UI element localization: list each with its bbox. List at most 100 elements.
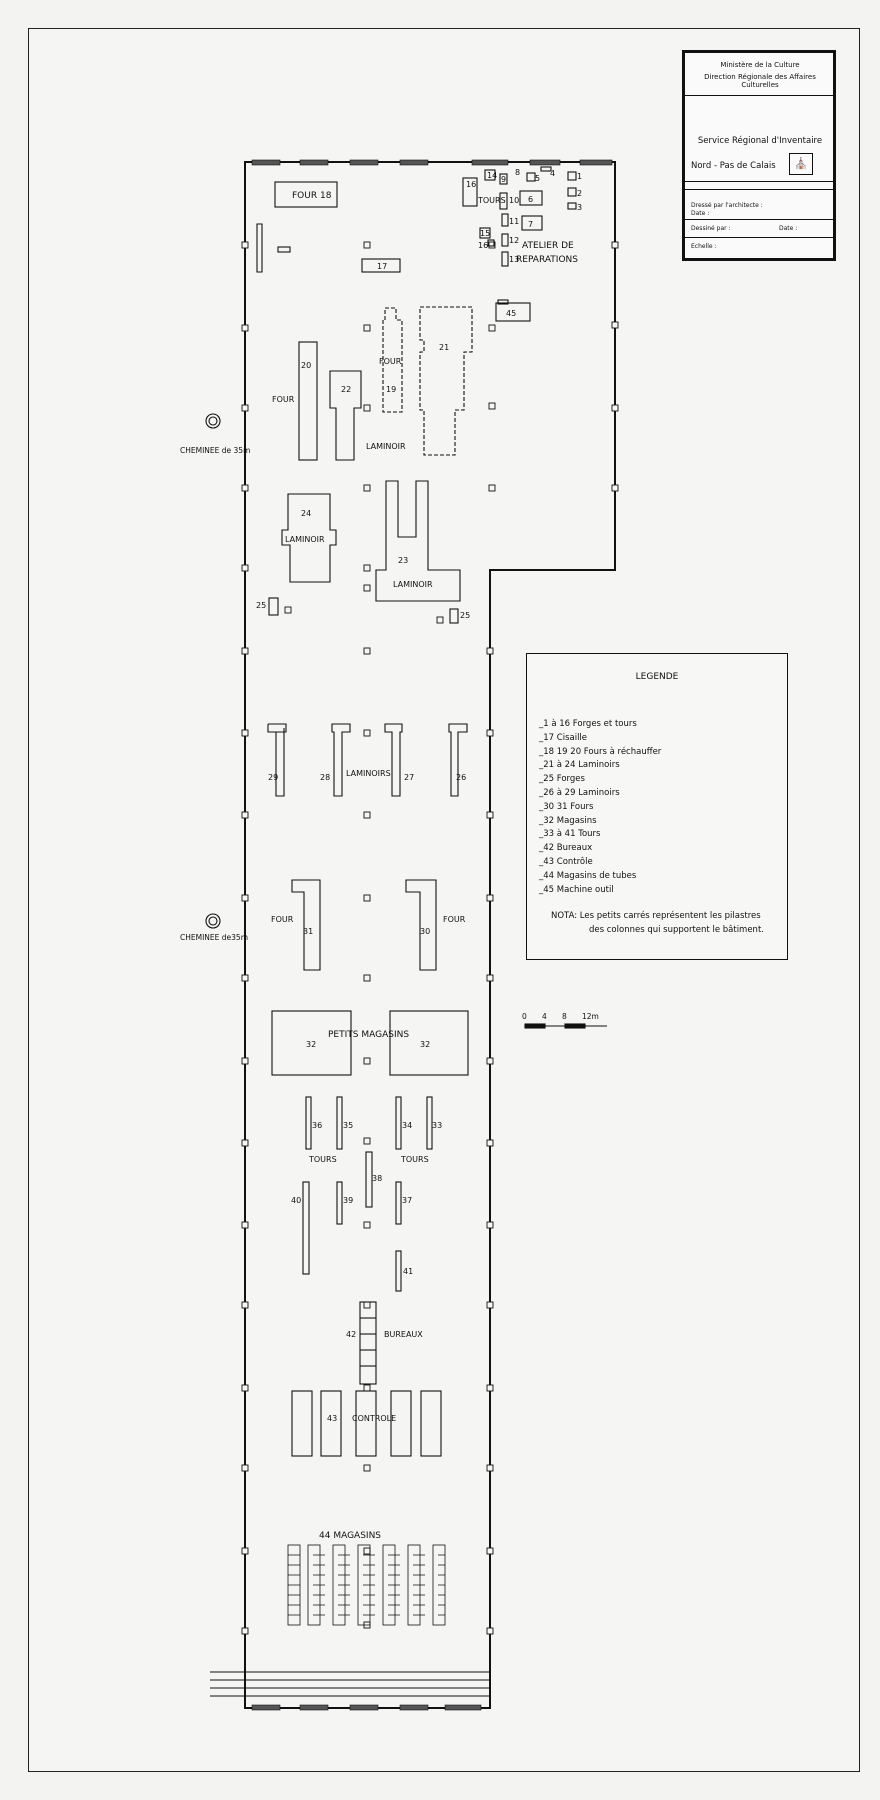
nota-line: des colonnes qui supportent le bâtiment. — [589, 925, 764, 935]
legend-title: LEGENDE — [635, 672, 679, 682]
label-atelier: ATELIER DE — [522, 241, 574, 251]
label-16: 16 — [466, 180, 476, 189]
laminoir-24 — [281, 493, 337, 583]
label-11: 11 — [509, 217, 519, 226]
label-30: 30 — [420, 927, 430, 936]
label-24: 24 — [301, 509, 311, 518]
legend-item: _1 à 16 Forges et tours — [539, 719, 637, 729]
label-4: 4 — [550, 169, 555, 178]
label-laminoir-23: LAMINOIR — [393, 580, 433, 589]
scale-tick: 8 — [562, 1012, 567, 1021]
laminoir-29 — [268, 723, 287, 797]
label-controle: CONTROLE — [352, 1414, 396, 1423]
label-42: 42 — [346, 1330, 356, 1339]
ministry-text: Ministère de la Culture — [720, 61, 800, 69]
label-7: 7 — [528, 220, 533, 229]
legend-item: _18 19 20 Fours à réchauffer — [539, 746, 662, 757]
label-45: 45 — [506, 309, 516, 318]
label-8: 8 — [515, 168, 520, 177]
label-25b: 25 — [460, 611, 470, 620]
label-31: 31 — [303, 927, 313, 936]
label-17: 17 — [377, 262, 387, 271]
label-43: 43 — [327, 1414, 337, 1423]
label-14: 14 — [487, 171, 497, 180]
four-18 — [274, 181, 338, 208]
architect-label: Dressé par l'architecte : — [691, 202, 763, 209]
label-19: 19 — [386, 385, 396, 394]
label-32a: 32 — [306, 1040, 316, 1049]
label-four-18: FOUR 18 — [292, 191, 332, 201]
service-text: Service Régional d'Inventaire — [697, 136, 823, 146]
label-26: 26 — [456, 773, 466, 782]
scale-tick: 0 — [522, 1012, 527, 1021]
label-3: 3 — [577, 203, 582, 212]
legend-box: LEGENDE _1 à 16 Forges et tours _17 Cisa… — [526, 653, 788, 960]
label-laminoir-22: LAMINOIR — [366, 442, 406, 451]
scale-tick: 12m — [582, 1012, 599, 1021]
label-41: 41 — [403, 1267, 413, 1276]
four-30 — [405, 879, 437, 971]
machine-16 — [462, 177, 478, 207]
label-cheminee-1: CHEMINEE de 35m — [180, 446, 250, 455]
machine-45 — [495, 302, 531, 322]
label-10: 10 — [509, 196, 519, 205]
laminoir-21 — [419, 306, 473, 456]
divider — [685, 95, 833, 96]
label-bureaux: BUREAUX — [384, 1330, 423, 1339]
title-block: Ministère de la Culture Direction Région… — [682, 50, 836, 261]
legend-item: _44 Magasins de tubes — [539, 870, 637, 881]
tube-racks-44 — [287, 1544, 446, 1626]
legend-item: _17 Cisaille — [539, 732, 588, 743]
divider — [685, 219, 833, 220]
scale-tick: 4 — [542, 1012, 547, 1021]
direction-text: Direction Régionale des Affaires Culture… — [704, 73, 816, 89]
legend-nota: NOTA: Les petits carrés représentent les… — [551, 909, 781, 937]
label-12: 12 — [509, 236, 519, 245]
label-21: 21 — [439, 343, 449, 352]
label-2: 2 — [577, 189, 582, 198]
label-13: 13 — [509, 255, 519, 264]
label-34: 34 — [402, 1121, 412, 1130]
label-25a: 25 — [256, 601, 266, 610]
label-cheminee-2: CHEMINEE de35m — [180, 933, 248, 942]
label-magasins-44: 44 MAGASINS — [319, 1531, 381, 1541]
building-outline — [244, 161, 616, 1709]
label-35: 35 — [343, 1121, 353, 1130]
label-32b: 32 — [420, 1040, 430, 1049]
label-37: 37 — [402, 1196, 412, 1205]
wall-hatching — [251, 159, 613, 1711]
label-39: 39 — [343, 1196, 353, 1205]
scale-label: Echelle : — [691, 243, 717, 250]
label-four-30: FOUR — [443, 915, 466, 924]
label-20: 20 — [301, 361, 311, 370]
legend-item: _32 Magasins — [539, 815, 597, 826]
label-33: 33 — [432, 1121, 442, 1130]
label-16b: 16 — [478, 241, 488, 250]
magasin-32-left — [271, 1010, 352, 1076]
label-15: 15 — [480, 229, 490, 238]
legend-item: _33 à 41 Tours — [539, 829, 601, 840]
laminoir-26 — [448, 723, 468, 797]
laminoir-28 — [331, 723, 351, 797]
bureaux-42 — [359, 1301, 377, 1385]
four-31 — [291, 879, 321, 971]
four-20 — [298, 341, 318, 461]
label-23: 23 — [398, 556, 408, 565]
laminoir-23 — [375, 480, 461, 602]
divider — [685, 189, 833, 190]
legend-item: _30 31 Fours — [539, 801, 594, 812]
legend-item: _25 Forges — [539, 774, 585, 785]
label-tours-right: TOURS — [400, 1155, 429, 1164]
region-text: Nord - Pas de Calais — [691, 161, 776, 171]
label-28: 28 — [320, 773, 330, 782]
four-19 — [382, 307, 403, 413]
label-5: 5 — [535, 174, 540, 183]
pillars — [241, 241, 619, 1635]
label-laminoirs: LAMINOIRS — [346, 769, 391, 778]
label-6: 6 — [528, 195, 533, 204]
label-tours-top: TOURS — [477, 196, 506, 205]
label-four-19: FOUR — [379, 357, 402, 366]
divider — [685, 237, 833, 238]
legend-item: _21 à 24 Laminoirs — [539, 760, 620, 771]
